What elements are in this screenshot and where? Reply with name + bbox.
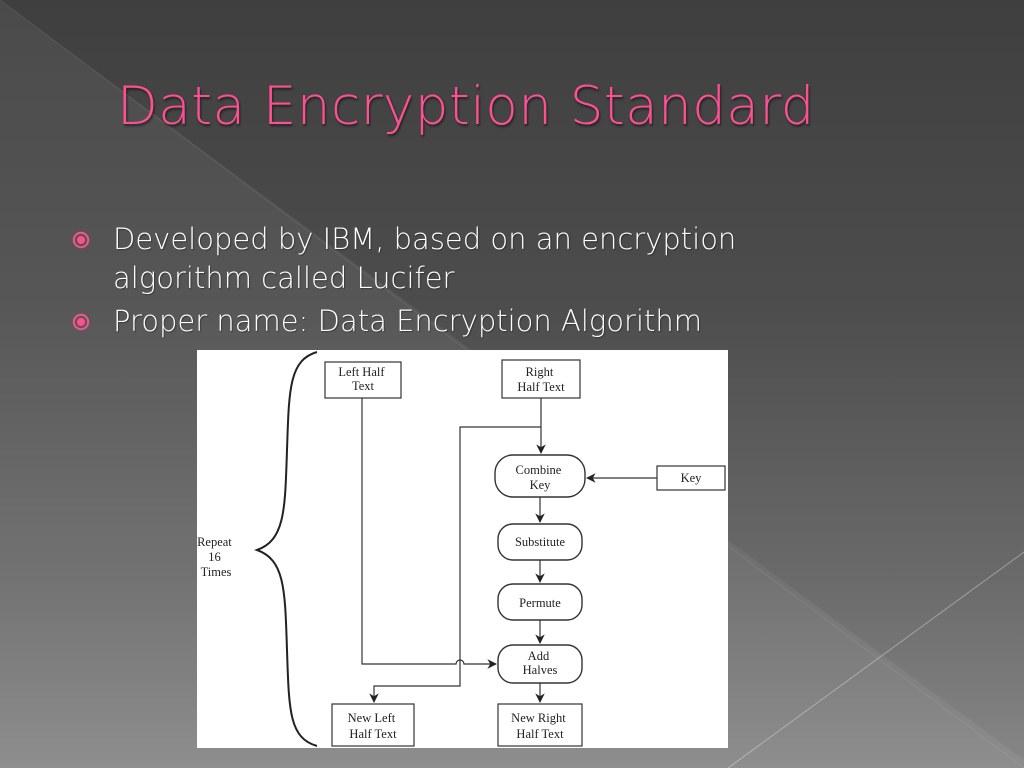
svg-text:Left Half Text: Left Half Text: [338, 365, 387, 393]
repeat-label: Repeat 16 Times: [197, 535, 235, 579]
edge-left-to-add: [361, 398, 497, 669]
node-combine-key: Combine Key: [494, 454, 586, 498]
svg-text:New Left Half Text: New Left Half Text: [348, 711, 399, 741]
node-add-halves: Add Halves: [497, 644, 583, 684]
edge-right-to-new-left: [369, 426, 541, 703]
bullet-text-line: Developed by IBM, based on an encryption: [113, 222, 737, 256]
svg-text:Add Halves: Add Halves: [523, 649, 558, 677]
bullet-text-line: Proper name: Data Encryption Algorithm: [113, 304, 703, 338]
node-substitute: Substitute: [497, 523, 583, 561]
node-new-right-half-text: New Right Half Text: [497, 703, 583, 747]
node-permute: Permute: [497, 583, 583, 621]
flowchart-connectors: [361, 398, 657, 703]
node-new-left-half-text: New Left Half Text: [331, 703, 415, 747]
bg-diagonal-line-2: [727, 551, 1024, 768]
node-left-half-text: Left Half Text: [324, 361, 402, 399]
bullet-list: Developed by IBM, based on an encryption…: [72, 220, 872, 345]
svg-text:Combine Key: Combine Key: [516, 463, 565, 492]
flowchart-canvas: Repeat 16 Times Left Half Text Right Hal…: [197, 351, 726, 747]
node-right-half-text: Right Half Text: [501, 359, 581, 399]
des-flowchart: Repeat 16 Times Left Half Text Right Hal…: [197, 350, 728, 748]
repeat-brace: [254, 351, 318, 747]
radio-dot-icon: [72, 231, 90, 249]
svg-text:Right Half Text: Right Half Text: [517, 365, 565, 394]
svg-text:Permute: Permute: [519, 596, 561, 610]
bullet-text-line: algorithm called Lucifer: [113, 261, 455, 295]
slide-title: Data Encryption Standard: [117, 76, 815, 137]
svg-text:Substitute: Substitute: [515, 535, 565, 549]
svg-text:New Right Half Text: New Right Half Text: [511, 711, 569, 741]
node-key: Key: [656, 465, 726, 491]
bullet-item: Proper name: Data Encryption Algorithm: [72, 302, 872, 341]
radio-dot-icon: [72, 313, 90, 331]
bullet-item: Developed by IBM, based on an encryption…: [72, 220, 872, 298]
svg-text:Key: Key: [681, 471, 703, 485]
